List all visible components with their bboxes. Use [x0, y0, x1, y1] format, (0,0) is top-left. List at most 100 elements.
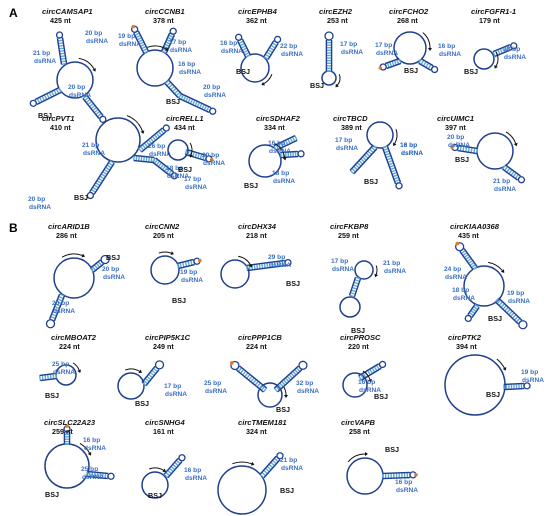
hairpin-loop — [99, 115, 107, 123]
circrna-name: circPROSC — [340, 333, 381, 342]
direction-arrow-icon — [72, 362, 82, 374]
hairpin-loop — [298, 360, 308, 370]
dsrna-stem — [176, 258, 196, 270]
terminal-mark — [198, 258, 202, 263]
direction-arrow-icon — [274, 143, 287, 161]
bsj-label: BSJ — [74, 193, 88, 202]
bsj-label: BSJ — [310, 81, 324, 90]
circrna-length: 259 nt — [52, 427, 73, 436]
terminal-mark — [131, 24, 136, 29]
hairpin-loop — [517, 176, 526, 184]
dsrna-stem — [349, 144, 378, 175]
dsrna-stem — [384, 57, 402, 70]
circrna-length: 394 nt — [456, 342, 477, 351]
direction-arrow-icon — [488, 261, 505, 273]
dsrna-stem — [89, 259, 105, 273]
dsrna-stem — [89, 160, 115, 195]
bsj-label: BSJ — [276, 405, 290, 414]
circrna-length: 253 nt — [327, 16, 348, 25]
circrna-name: circFKBP8 — [330, 222, 369, 231]
circrna-length: 425 nt — [50, 16, 71, 25]
hairpin-loop — [395, 182, 403, 190]
bsj-label: BSJ — [374, 392, 388, 401]
circrna-length: 286 nt — [56, 231, 77, 240]
bsj-label: BSJ — [178, 165, 192, 174]
dsrna-stem — [259, 455, 281, 479]
circrna-name: circSLC22A23 — [44, 418, 96, 427]
dsrna-stem — [34, 87, 62, 105]
circrna-ring — [150, 255, 180, 285]
circrna-ring — [217, 465, 267, 515]
direction-arrow-icon — [126, 115, 145, 134]
circrna-ring — [141, 471, 169, 499]
circrna-ring — [257, 382, 283, 408]
bsj-label: BSJ — [455, 155, 469, 164]
hairpin-loop — [464, 314, 472, 323]
direction-arrow-icon — [374, 265, 379, 278]
circrna-name: circFGFR1-1 — [471, 7, 516, 16]
terminal-mark — [65, 424, 69, 428]
terminal-mark — [414, 472, 418, 477]
bsj-label: BSJ — [364, 177, 378, 186]
circrna-ring — [240, 53, 270, 83]
bsj-label: BSJ — [148, 491, 162, 500]
circrna-name: circCNN2 — [145, 222, 180, 231]
dsrna-stem — [56, 36, 68, 66]
circrna-length: 324 nt — [246, 427, 267, 436]
circrna-length: 224 nt — [59, 342, 80, 351]
dsrna-stem — [164, 79, 183, 99]
circrna-name: circMBOAT2 — [51, 333, 97, 342]
circrna-length: 259 nt — [338, 231, 359, 240]
direction-arrow-icon — [189, 142, 194, 158]
circrna-length: 205 nt — [153, 231, 174, 240]
hairpin-loop — [523, 382, 531, 390]
circrna-name: circVAPB — [341, 418, 376, 427]
direction-arrow-icon — [238, 255, 253, 268]
dsrna-stem — [235, 365, 268, 393]
hairpin-loop — [55, 31, 64, 39]
hairpin-loop — [86, 191, 95, 200]
bsj-label: BSJ — [486, 390, 500, 399]
dsrna-stem — [503, 382, 525, 391]
circrna-name: circRELL1 — [166, 114, 204, 123]
circrna-ring — [321, 70, 337, 86]
dsrna-stem — [133, 154, 155, 164]
hairpin-loop — [284, 258, 292, 267]
circrna-length: 249 nt — [153, 342, 174, 351]
circrna-name: circSNHG4 — [145, 418, 185, 427]
circrna-ring — [339, 296, 361, 318]
circrna-length: 389 nt — [341, 123, 362, 132]
circrna-name: circDHX34 — [238, 222, 277, 231]
hairpin-loop — [510, 42, 518, 50]
terminal-mark — [209, 157, 214, 162]
hairpin-loop — [29, 99, 37, 107]
direction-arrow-icon — [61, 253, 86, 258]
circrna-length: 435 nt — [458, 231, 479, 240]
circrna-name: circCCNB1 — [145, 7, 185, 16]
direction-arrow-icon — [79, 443, 92, 456]
direction-arrow-icon — [392, 129, 398, 147]
circrna-length: 410 nt — [50, 123, 71, 132]
